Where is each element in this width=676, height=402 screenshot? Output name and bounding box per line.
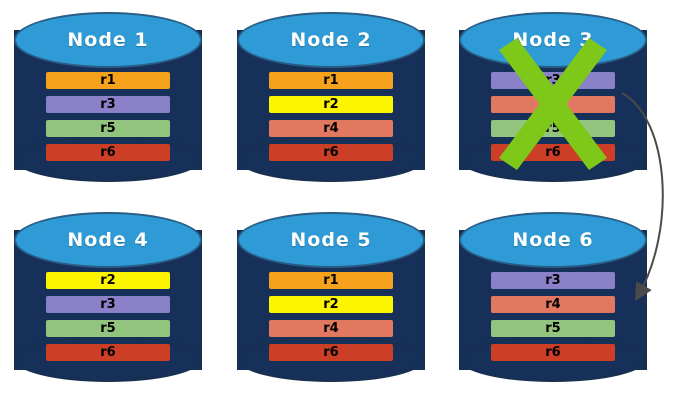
node-label: Node 2 — [290, 29, 372, 51]
replica-bar-r6[interactable]: r6 — [46, 144, 170, 161]
node-cylinder-node-5[interactable]: Node 5 r1 r2 r4 r6 — [233, 208, 429, 394]
replica-bar-r3[interactable]: r3 — [46, 296, 170, 313]
node-label: Node 5 — [290, 229, 372, 251]
node-label: Node 3 — [512, 29, 594, 51]
replica-bar-r1[interactable]: r1 — [269, 272, 393, 289]
replica-bar-r2[interactable]: r2 — [269, 296, 393, 313]
replica-bar-r2[interactable]: r2 — [269, 96, 393, 113]
node-cylinder-node-1[interactable]: Node 1 r1 r3 r5 r6 — [10, 8, 206, 194]
replica-bar-r6[interactable]: r6 — [269, 344, 393, 361]
node-label: Node 1 — [67, 29, 149, 51]
replica-bar-r5[interactable]: r5 — [491, 120, 615, 137]
node-cylinder-node-6[interactable]: Node 6 r3 r4 r5 r6 — [455, 208, 651, 394]
replica-bar-r4[interactable]: r4 — [269, 320, 393, 337]
replica-bar-r6[interactable]: r6 — [269, 144, 393, 161]
replica-bar-r6[interactable]: r6 — [46, 344, 170, 361]
replica-bar-r5[interactable]: r5 — [491, 320, 615, 337]
replica-list: r3 r4 r5 r6 — [459, 266, 647, 368]
replica-bar-r5[interactable]: r5 — [46, 320, 170, 337]
replica-bar-r1[interactable]: r1 — [269, 72, 393, 89]
replica-bar-r4[interactable]: r4 — [269, 120, 393, 137]
cylinder-top-ellipse — [237, 12, 425, 68]
replica-bar-r5[interactable]: r5 — [46, 120, 170, 137]
replica-bar-r1[interactable]: r1 — [46, 72, 170, 89]
replica-list: r1 r3 r5 r6 — [14, 66, 202, 168]
replica-bar-r2[interactable]: r2 — [46, 272, 170, 289]
cylinder-top-ellipse — [14, 12, 202, 68]
replica-bar-r3[interactable]: r3 — [46, 96, 170, 113]
node-cylinder-node-2[interactable]: Node 2 r1 r2 r4 r6 — [233, 8, 429, 194]
replica-bar-r3[interactable]: r3 — [491, 72, 615, 89]
replica-bar-r4[interactable]: r4 — [491, 296, 615, 313]
replica-list: r2 r3 r5 r6 — [14, 266, 202, 368]
replica-list: r3 r4 r5 r6 — [459, 66, 647, 168]
replica-bar-r6[interactable]: r6 — [491, 144, 615, 161]
replica-list: r1 r2 r4 r6 — [237, 66, 425, 168]
replica-list: r1 r2 r4 r6 — [237, 266, 425, 368]
cylinder-top-ellipse — [14, 212, 202, 268]
replica-bar-r4[interactable]: r4 — [491, 96, 615, 113]
replica-bar-r6[interactable]: r6 — [491, 344, 615, 361]
node-label: Node 4 — [67, 229, 149, 251]
cylinder-top-ellipse — [459, 212, 647, 268]
cylinder-top-ellipse — [237, 212, 425, 268]
node-label: Node 6 — [512, 229, 594, 251]
node-cylinder-node-3[interactable]: Node 3 r3 r4 r5 r6 — [455, 8, 651, 194]
cylinder-bottom-ellipse — [14, 336, 202, 382]
node-cylinder-node-4[interactable]: Node 4 r2 r3 r5 r6 — [10, 208, 206, 394]
replica-bar-r3[interactable]: r3 — [491, 272, 615, 289]
